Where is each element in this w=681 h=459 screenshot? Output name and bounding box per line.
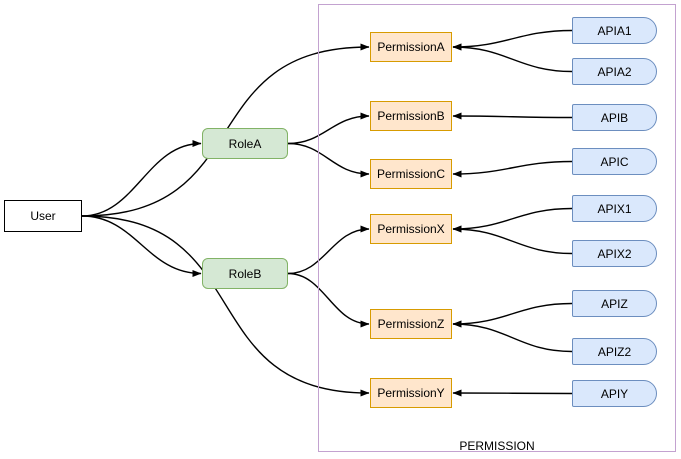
permission-node-permC[interactable]: PermissionC bbox=[370, 159, 452, 189]
edge-apib-permB bbox=[452, 112, 573, 120]
permission-node-label: PermissionZ bbox=[377, 317, 445, 331]
edge-user-permY bbox=[81, 215, 370, 397]
role-node-label: RoleB bbox=[228, 266, 262, 281]
permission-node-permB[interactable]: PermissionB bbox=[370, 101, 452, 131]
role-node-label: RoleA bbox=[228, 136, 262, 151]
permission-node-permX[interactable]: PermissionX bbox=[370, 214, 452, 244]
api-node-apia2[interactable]: APIA2 bbox=[572, 58, 657, 85]
edge-apiz-permZ bbox=[452, 302, 573, 328]
edge-apiz2-permZ bbox=[452, 320, 573, 353]
permission-node-label: PermissionX bbox=[377, 222, 445, 236]
edge-apia2-permA bbox=[452, 43, 573, 73]
api-node-label: APIA1 bbox=[597, 23, 632, 38]
api-node-apiy[interactable]: APIY bbox=[572, 380, 657, 407]
api-node-label: APIC bbox=[600, 154, 629, 169]
api-node-label: APIA2 bbox=[597, 64, 632, 79]
api-node-label: APIB bbox=[600, 110, 629, 125]
api-node-apia1[interactable]: APIA1 bbox=[572, 17, 657, 44]
permission-node-label: PermissionY bbox=[377, 386, 445, 400]
permission-node-label: PermissionA bbox=[377, 40, 445, 54]
edge-apix2-permX bbox=[452, 225, 573, 255]
permission-node-permZ[interactable]: PermissionZ bbox=[370, 309, 452, 339]
edge-apiy-permY bbox=[452, 389, 573, 397]
permission-node-permY[interactable]: PermissionY bbox=[370, 378, 452, 408]
api-node-label: APIZ bbox=[601, 296, 628, 311]
permission-node-label: PermissionB bbox=[377, 109, 445, 123]
edge-apia1-permA bbox=[452, 29, 573, 51]
api-node-label: APIZ2 bbox=[597, 344, 632, 359]
edge-user-roleB bbox=[81, 215, 202, 277]
api-node-apiz2[interactable]: APIZ2 bbox=[572, 338, 657, 365]
role-node-roleB[interactable]: RoleB bbox=[202, 258, 288, 289]
api-node-label: APIX2 bbox=[597, 246, 632, 261]
edge-roleB-permX bbox=[287, 225, 370, 275]
edge-apix1-permX bbox=[452, 207, 573, 233]
api-node-label: APIY bbox=[600, 386, 629, 401]
role-node-roleA[interactable]: RoleA bbox=[202, 128, 288, 159]
user-node-label: User bbox=[30, 209, 56, 223]
permission-node-label: PermissionC bbox=[376, 167, 445, 181]
api-node-apic[interactable]: APIC bbox=[572, 148, 657, 175]
permission-group-container bbox=[318, 4, 676, 452]
api-node-apib[interactable]: APIB bbox=[572, 104, 657, 131]
permission-group-label: PERMISSION bbox=[459, 439, 535, 453]
api-node-label: APIX1 bbox=[597, 201, 632, 216]
edge-apic-permC bbox=[452, 160, 573, 178]
permission-node-permA[interactable]: PermissionA bbox=[370, 32, 452, 62]
edge-roleA-permB bbox=[287, 112, 370, 145]
api-node-apix2[interactable]: APIX2 bbox=[572, 240, 657, 267]
edge-roleA-permC bbox=[287, 142, 370, 178]
user-node-user[interactable]: User bbox=[4, 200, 82, 232]
api-node-apiz[interactable]: APIZ bbox=[572, 290, 657, 317]
api-node-apix1[interactable]: APIX1 bbox=[572, 195, 657, 222]
edge-user-roleA bbox=[81, 140, 202, 217]
edge-roleB-permZ bbox=[287, 272, 370, 328]
